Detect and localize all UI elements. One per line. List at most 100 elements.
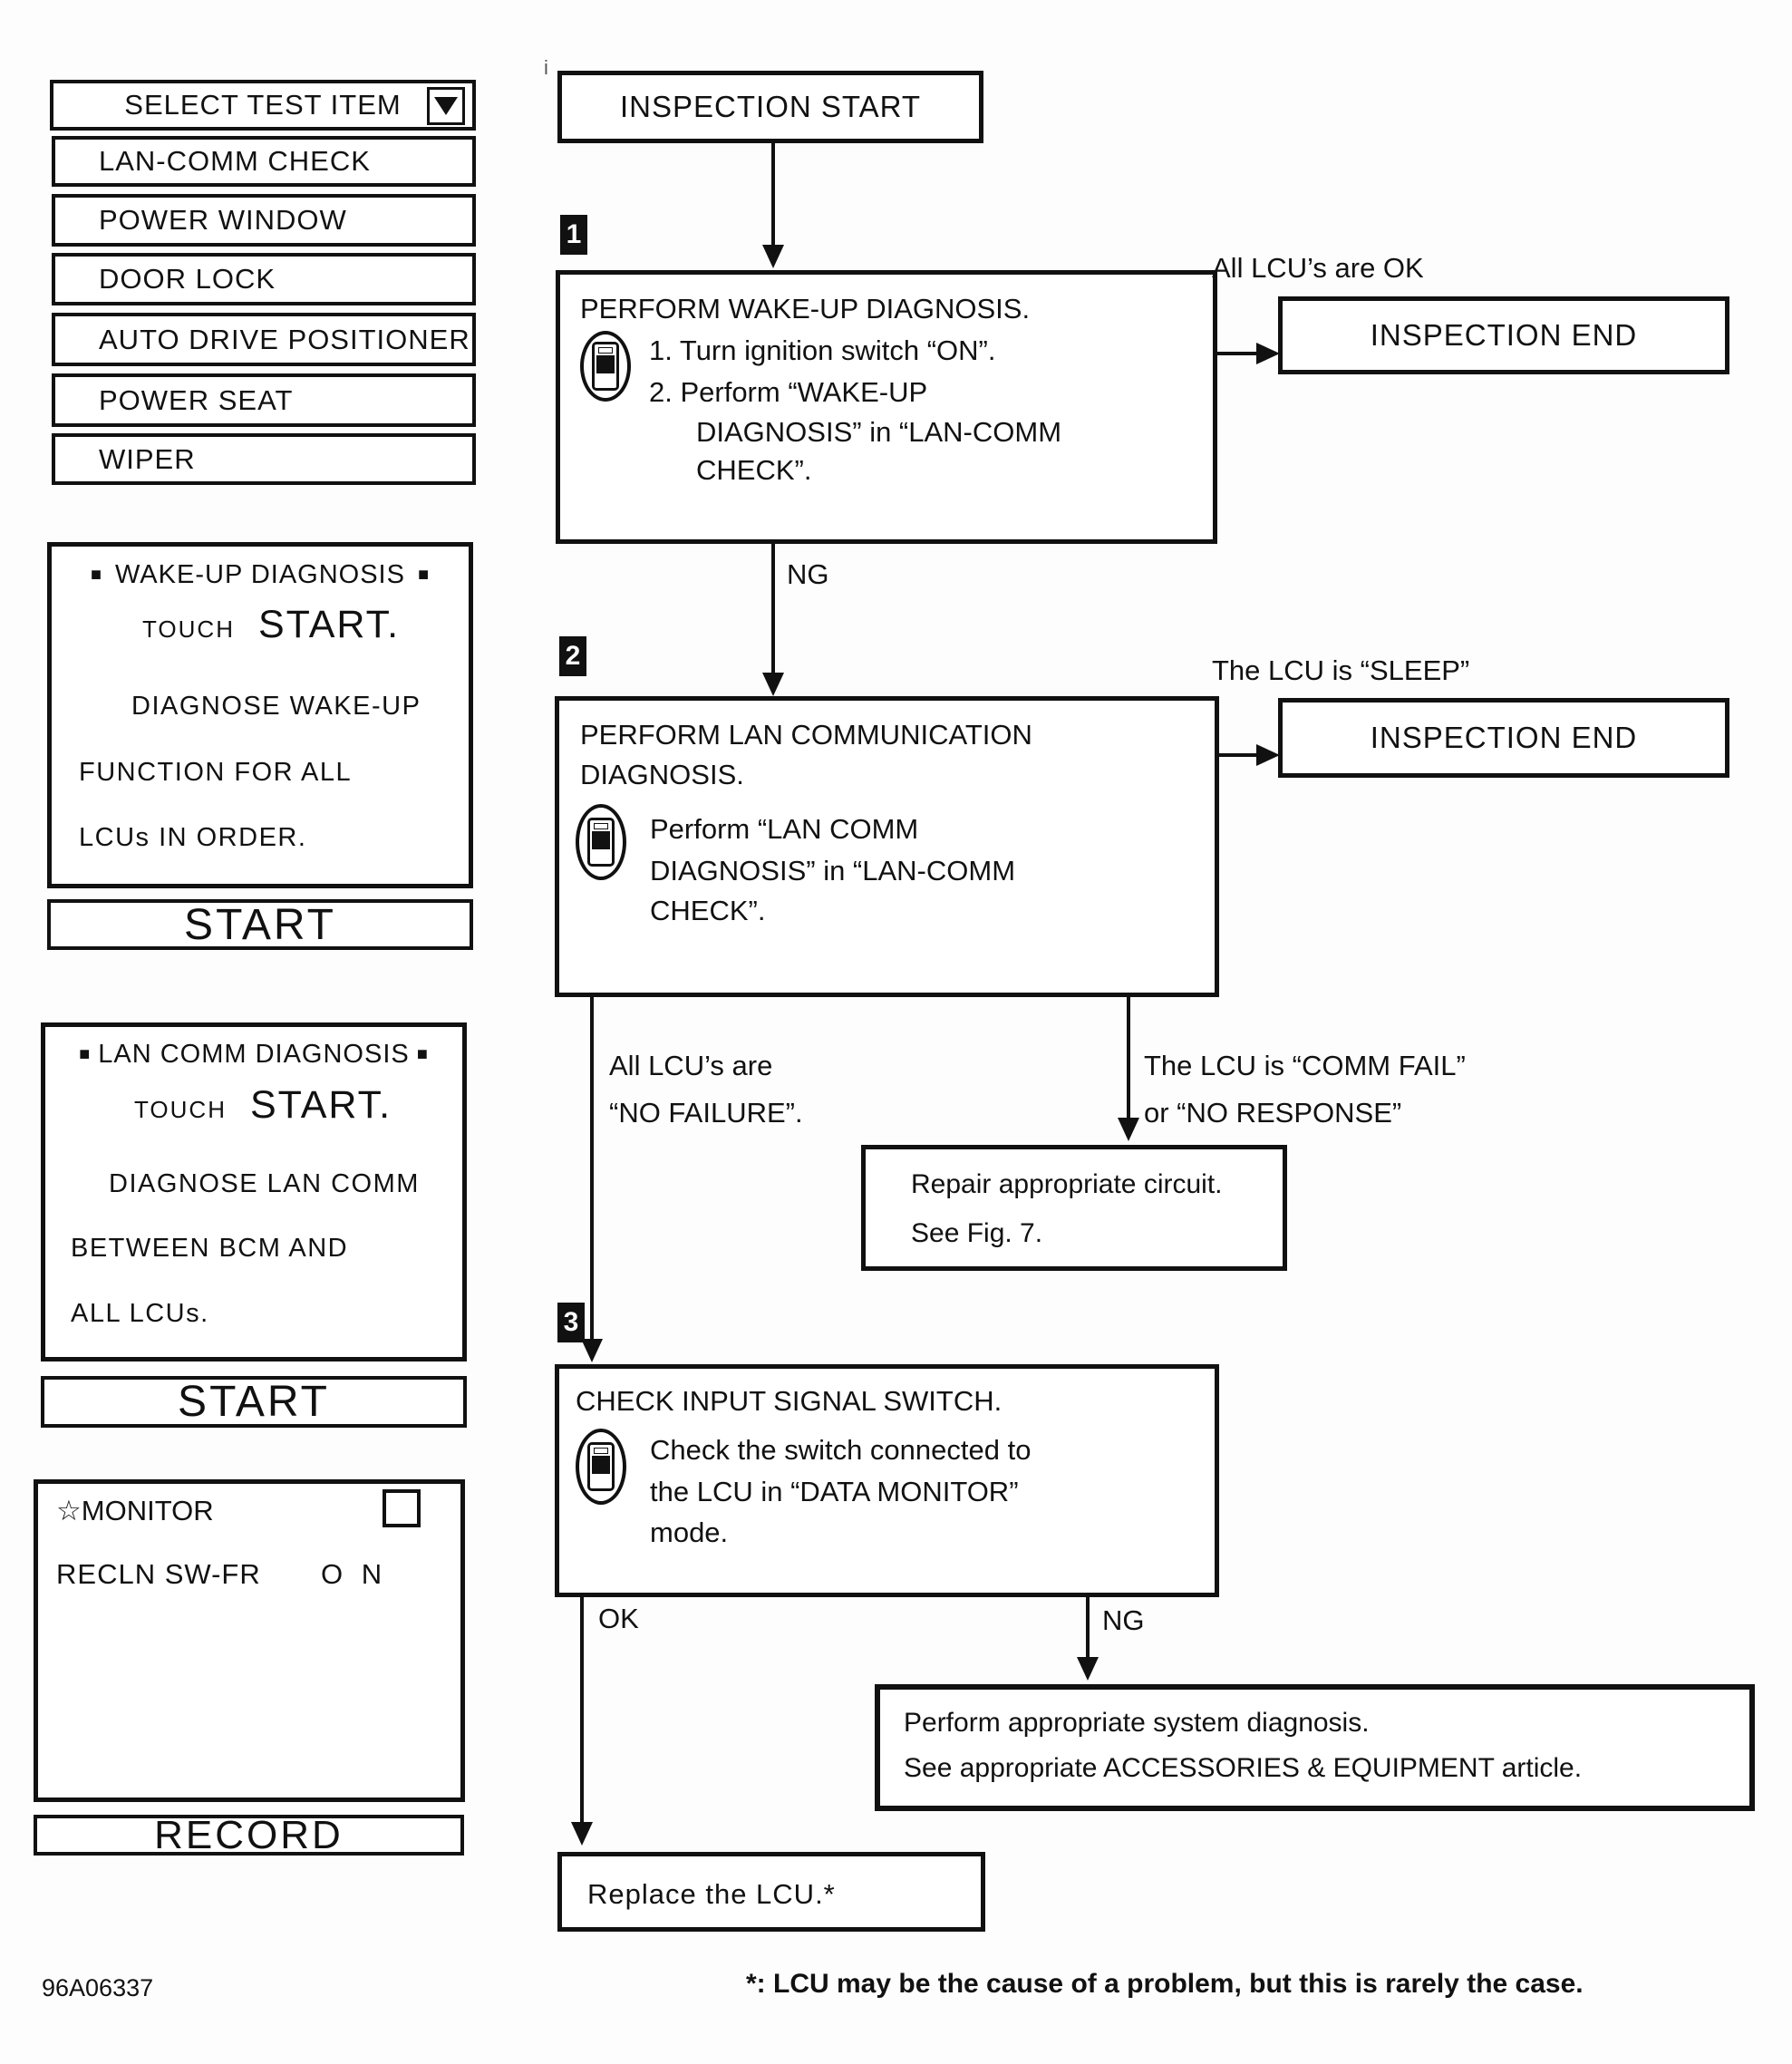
system-diag-line: See appropriate ACCESSORIES & EQUIPMENT … (904, 1753, 1583, 1783)
bullet-square-icon: ■ (79, 1044, 92, 1064)
arrowhead-down (762, 673, 784, 696)
replace-lcu-label: Replace the LCU.* (587, 1878, 836, 1910)
step1-badge: 1 (560, 215, 587, 255)
badge-number: 1 (566, 219, 582, 249)
inspection-start-box: INSPECTION START (557, 71, 983, 143)
menu-item-power-seat[interactable]: POWER SEAT (52, 373, 476, 427)
step3-line: mode. (650, 1517, 729, 1548)
wakeup-text-line: LCUs IN ORDER. (79, 823, 307, 852)
monitor-title: MONITOR (81, 1495, 214, 1526)
menu-item-wiper[interactable]: WIPER (52, 433, 476, 485)
arrowhead-down (581, 1339, 603, 1362)
menu-item-label: AUTO DRIVE POSITIONER (99, 323, 470, 355)
menu-item-door-lock[interactable]: DOOR LOCK (52, 253, 476, 305)
bullet-square-icon: ■ (417, 565, 431, 585)
arrowhead-right (1256, 343, 1280, 364)
step2-line: DIAGNOSIS” in “LAN-COMM (650, 855, 1016, 887)
arrowhead-down (1077, 1657, 1099, 1681)
step3-badge: 3 (557, 1303, 585, 1342)
step2-title2: DIAGNOSIS. (580, 759, 744, 790)
inspection-end-box-1: INSPECTION END (1278, 296, 1729, 374)
start-button-label: START (178, 1378, 330, 1426)
lancomm-text-line: BETWEEN BCM AND (71, 1234, 349, 1263)
touch-label: TOUCH (134, 1096, 227, 1123)
connector-step3-ng (1086, 1597, 1090, 1659)
label-ok: OK (598, 1603, 639, 1634)
arrowhead-down (1118, 1118, 1139, 1141)
label-comm-fail-2: or “NO RESPONSE” (1144, 1097, 1402, 1129)
menu-item-label: POWER WINDOW (99, 204, 347, 236)
label-comm-fail-1: The LCU is “COMM FAIL” (1144, 1050, 1466, 1081)
step3-box: CHECK INPUT SIGNAL SWITCH. Check the swi… (555, 1364, 1219, 1597)
step1-box: PERFORM WAKE-UP DIAGNOSIS. 1. Turn ignit… (556, 270, 1217, 544)
connector-step3-ok (580, 1597, 584, 1824)
wakeup-diagnosis-screen: ■ WAKE-UP DIAGNOSIS ■ TOUCH START. DIAGN… (47, 542, 473, 888)
menu-item-label: DOOR LOCK (99, 263, 276, 295)
touch-start-line: TOUCH START. (134, 1083, 392, 1128)
menu-item-auto-drive-positioner[interactable]: AUTO DRIVE POSITIONER (52, 313, 476, 366)
start-word: START. (257, 603, 401, 646)
select-test-item-header: SELECT TEST ITEM (50, 80, 476, 131)
lancomm-start-button[interactable]: START (41, 1376, 467, 1428)
menu-item-lan-comm-check[interactable]: LAN-COMM CHECK (52, 136, 476, 187)
monitor-row-label: RECLN SW-FR (56, 1558, 261, 1590)
wakeup-text-line: DIAGNOSE WAKE-UP (131, 692, 421, 721)
connector-step2-to-repair (1127, 997, 1130, 1119)
step2-box: PERFORM LAN COMMUNICATION DIAGNOSIS. Per… (555, 696, 1219, 997)
repair-line: See Fig. 7. (911, 1218, 1043, 1248)
menu-item-label: LAN-COMM CHECK (99, 145, 371, 177)
label-ng-2: NG (1102, 1604, 1145, 1636)
connector-step2-to-end (1219, 753, 1257, 757)
bullet-square-icon: ■ (90, 565, 103, 585)
step2-line: Perform “LAN COMM (650, 813, 919, 845)
touch-label: TOUCH (142, 615, 235, 643)
touch-start-line: TOUCH START. (142, 603, 400, 647)
step2-title: PERFORM LAN COMMUNICATION (580, 719, 1032, 751)
replace-lcu-box: Replace the LCU.* (557, 1852, 985, 1932)
lancomm-text-line: DIAGNOSE LAN COMM (109, 1169, 420, 1198)
wakeup-start-button[interactable]: START (47, 899, 473, 950)
consult-tester-icon (580, 331, 631, 402)
start-button-label: START (184, 900, 336, 949)
connector-step1-ng (771, 544, 775, 674)
consult-tester-icon (576, 1429, 626, 1505)
arrowhead-right (1256, 744, 1280, 766)
system-diag-line: Perform appropriate system diagnosis. (904, 1708, 1370, 1738)
connector-step2-to-step3 (590, 997, 594, 1340)
step3-title: CHECK INPUT SIGNAL SWITCH. (576, 1385, 1003, 1417)
badge-number: 3 (563, 1307, 579, 1337)
label-no-failure-1: All LCU’s are (609, 1050, 773, 1081)
star-icon: ☆ (56, 1495, 82, 1526)
arrowhead-down (762, 245, 784, 268)
step1-line: 2. Perform “WAKE-UP (649, 376, 928, 408)
select-test-item-label: SELECT TEST ITEM (124, 89, 402, 121)
inspection-end-label: INSPECTION END (1370, 721, 1638, 754)
record-button[interactable]: RECORD (34, 1812, 464, 1857)
step2-line: CHECK”. (650, 895, 766, 926)
step1-line: 1. Turn ignition switch “ON”. (649, 334, 996, 366)
menu-item-label: WIPER (99, 442, 196, 475)
start-word: START. (249, 1083, 392, 1127)
monitor-row-value: O N (321, 1558, 388, 1590)
wakeup-panel-title: WAKE-UP DIAGNOSIS (115, 560, 405, 589)
consult-tester-icon (576, 804, 626, 880)
lancomm-diagnosis-screen: ■ LAN COMM DIAGNOSIS ■ TOUCH START. DIAG… (41, 1022, 467, 1361)
repair-circuit-box: Repair appropriate circuit. See Fig. 7. (861, 1145, 1287, 1271)
repair-line: Repair appropriate circuit. (911, 1169, 1223, 1199)
monitor-checkbox[interactable] (383, 1489, 421, 1527)
inspection-start-label: INSPECTION START (620, 90, 921, 123)
label-no-failure-2: “NO FAILURE”. (609, 1097, 803, 1129)
system-diagnosis-box: Perform appropriate system diagnosis. Se… (875, 1684, 1755, 1811)
dropdown-button[interactable] (427, 87, 465, 125)
step1-line: DIAGNOSIS” in “LAN-COMM (696, 416, 1062, 448)
step1-line: CHECK”. (696, 454, 812, 486)
step3-line: Check the switch connected to (650, 1434, 1032, 1466)
connector-step1-to-end (1217, 352, 1257, 355)
doc-code: 96A06337 (42, 1974, 154, 2001)
scan-artifact: i (544, 56, 548, 79)
record-button-label: RECORD (154, 1812, 344, 1857)
chevron-down-icon (434, 97, 458, 115)
lancomm-text-line: ALL LCUs. (71, 1299, 209, 1328)
menu-item-power-window[interactable]: POWER WINDOW (52, 194, 476, 247)
